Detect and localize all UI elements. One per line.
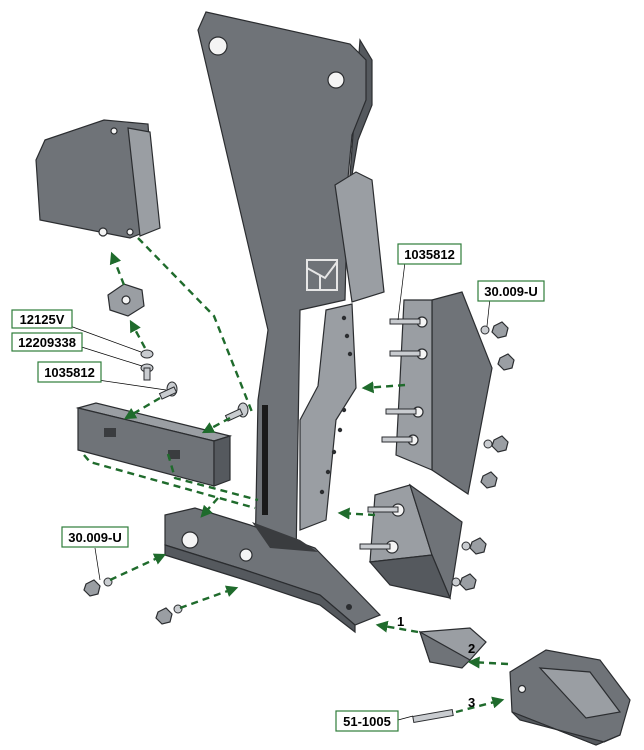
assembly-arrows xyxy=(83,237,509,714)
step-number-3: 3 xyxy=(468,695,475,710)
bolt-1035812-left xyxy=(158,381,178,400)
callout-label: 1035812 xyxy=(404,247,455,262)
callout-label: 30.009-U xyxy=(484,284,537,299)
weld-bead xyxy=(252,522,318,552)
upper-guard-plate xyxy=(334,171,385,303)
deflector-plate xyxy=(35,119,161,239)
mount-hole-top-right xyxy=(327,71,345,89)
upper-wing-bolts xyxy=(381,318,421,443)
nuts-left xyxy=(83,577,183,625)
shin-plate xyxy=(299,303,357,531)
mount-hole-top-left xyxy=(208,36,228,56)
callout-12209338: 12209338 xyxy=(11,332,83,352)
shank-body xyxy=(197,11,385,561)
right-upper-wing xyxy=(395,291,493,496)
callout-label: 51-1005 xyxy=(343,714,391,729)
callout-label: 12209338 xyxy=(18,335,76,350)
callout-upper-30009u: 30.009-U xyxy=(477,280,545,302)
roll-pin xyxy=(412,708,454,724)
callout-12125v: 12125V xyxy=(11,309,73,329)
step-number-2: 2 xyxy=(468,641,475,656)
chisel-point xyxy=(509,649,631,746)
step-number-1: 1 xyxy=(397,614,404,629)
callout-label: 30.009-U xyxy=(68,530,121,545)
manufacturer-logo-icon xyxy=(306,259,338,291)
left-wear-strip xyxy=(75,402,233,487)
callout-lower-1035812: 1035812 xyxy=(37,361,102,383)
shank-foot xyxy=(164,507,382,634)
bolt-12209338 xyxy=(140,363,154,381)
callout-lower-30009u: 30.009-U xyxy=(61,526,129,548)
lower-wing-bolts xyxy=(359,506,399,550)
callout-label: 12125V xyxy=(20,312,65,327)
point-adapter xyxy=(418,627,487,669)
nuts-right xyxy=(451,321,515,591)
foot-hole xyxy=(181,531,199,549)
washer-12125v xyxy=(140,349,154,359)
callout-upper-1035812: 1035812 xyxy=(397,243,462,265)
callout-label: 1035812 xyxy=(44,365,95,380)
callout-51-1005: 51-1005 xyxy=(335,710,399,732)
leader-lines xyxy=(69,261,491,721)
weld-seam xyxy=(262,405,268,515)
right-lower-wing xyxy=(368,483,463,601)
